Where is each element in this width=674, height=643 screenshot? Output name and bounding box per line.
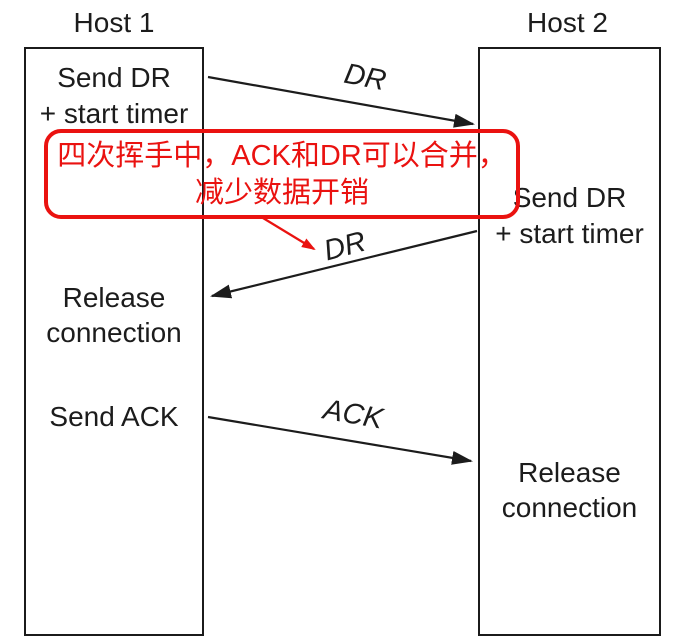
annotation-line2: 减少数据开销 (194, 176, 369, 209)
host1-send-dr-label: Send DR + start timer (24, 60, 204, 132)
annotation-line1: 四次挥手中，ACK和DR可以合并， (57, 139, 507, 172)
host2-release-line2: connection (501, 492, 638, 523)
annotation-box: 四次挥手中，ACK和DR可以合并， 减少数据开销 (44, 129, 520, 219)
host2-send-dr-label: Send DR + start timer (478, 180, 661, 252)
dr2-arrow (210, 229, 478, 299)
host1-release-line2: connection (46, 317, 182, 348)
host2-send-dr-line2: + start timer (495, 218, 644, 249)
host2-title: Host 2 (527, 7, 608, 38)
host1-release-line1: Release (62, 282, 166, 313)
host2-release-label: Release connection (478, 455, 661, 525)
host2-timeline-box (478, 47, 661, 636)
host2-release-line1: Release (518, 457, 621, 488)
host1-send-ack-text: Send ACK (49, 401, 179, 432)
host1-send-dr-line2: + start timer (39, 98, 189, 129)
host1-title: Host 1 (73, 7, 155, 38)
annotation-pointer-arrow (262, 217, 316, 251)
host1-send-ack-label: Send ACK (24, 399, 204, 434)
host1-send-dr-line1: Send DR (57, 62, 171, 93)
dr1-arrow (207, 75, 475, 128)
host2-send-dr-line1: Send DR (512, 182, 627, 213)
host1-release-label: Release connection (24, 280, 204, 350)
ack-arrow (207, 415, 473, 465)
